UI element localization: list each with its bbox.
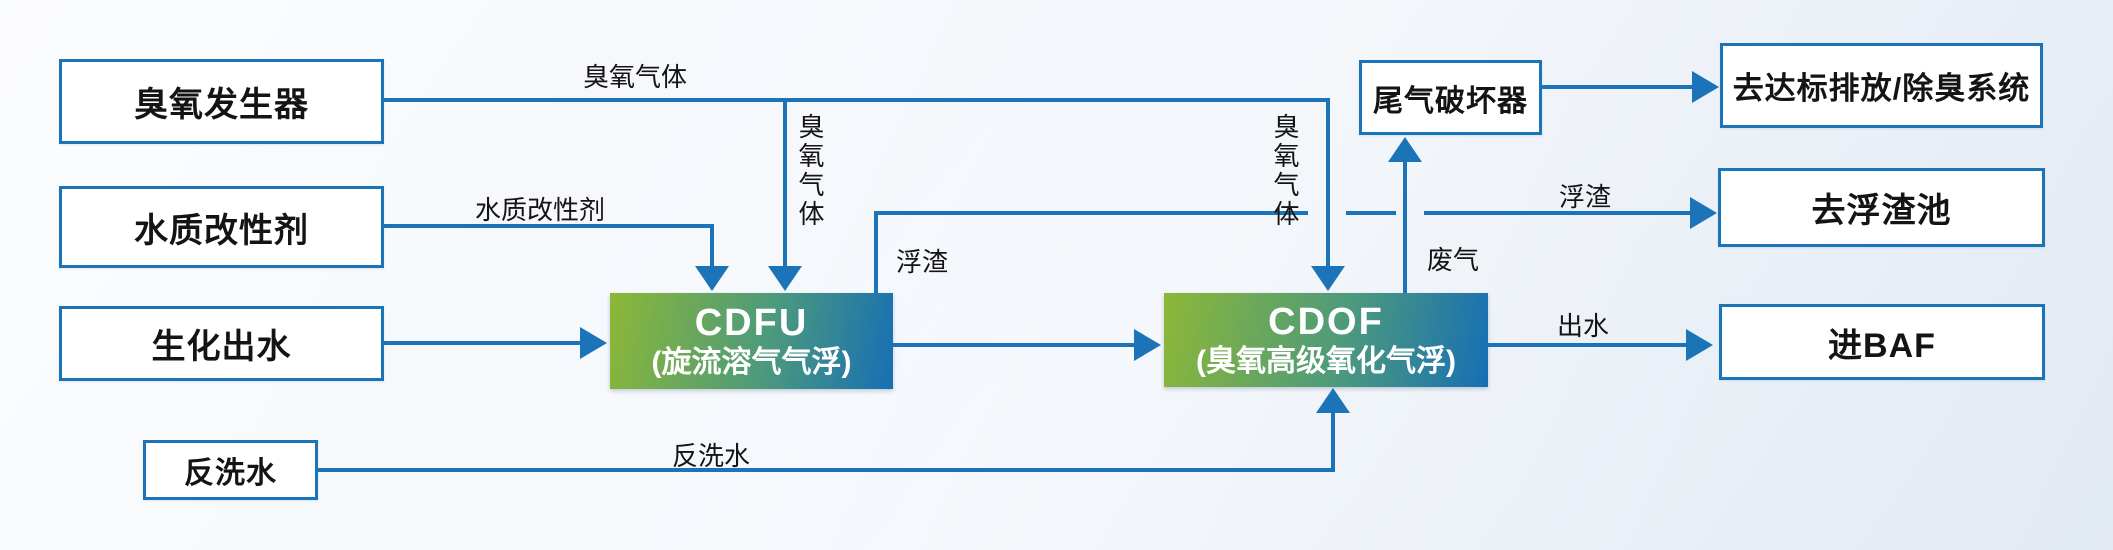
box-tail-gas-destructor: 尾气破坏器 (1359, 60, 1542, 135)
line-scum-seg2 (1346, 211, 1396, 215)
line-tail-gas-out (1542, 85, 1694, 89)
label-effluent: 出水 (1556, 311, 1609, 341)
box-backwash-water: 反洗水 (143, 440, 318, 500)
line-scum-seg3 (1424, 211, 1692, 215)
line-backwash-riser (1331, 407, 1335, 470)
line-scum-riser (874, 211, 878, 293)
line-bio-effluent (384, 341, 582, 345)
label-scum-from-cdfu: 浮渣 (895, 247, 948, 277)
arrowhead-into-tail-gas (1388, 137, 1422, 162)
arrowhead-into-baf (1686, 329, 1713, 361)
line-scum-seg1 (874, 211, 1308, 215)
label-ozone-gas-to-cdof: 臭氧气体 (1270, 113, 1300, 229)
unit-cdof: CDOF (臭氧高级氧化气浮) (1164, 293, 1488, 387)
line-ozone-branch-cdfu (783, 98, 787, 268)
cdof-title: CDOF (1268, 300, 1384, 343)
arrowhead-into-scum-pool (1690, 197, 1717, 229)
unit-cdfu: CDFU (旋流溶气气浮) (610, 293, 893, 389)
box-scum-pool: 去浮渣池 (1718, 168, 2045, 247)
arrowhead-into-cdfu-left (580, 327, 607, 359)
arrowhead-water-modifier-into-cdfu (695, 266, 729, 291)
box-bio-effluent: 生化出水 (59, 306, 384, 381)
label-water-modifier-feed: 水质改性剂 (474, 195, 605, 225)
line-waste-gas (1403, 158, 1407, 293)
label-waste-gas: 废气 (1426, 245, 1479, 275)
label-scum-to-pool: 浮渣 (1558, 182, 1611, 212)
arrowhead-into-discharge (1692, 71, 1719, 103)
cdfu-subtitle: (旋流溶气气浮) (651, 345, 852, 379)
box-ozone-generator: 臭氧发生器 (59, 59, 384, 144)
arrowhead-into-cdof-left (1134, 329, 1161, 361)
cdfu-title: CDFU (694, 301, 809, 344)
line-water-modifier-feed (384, 224, 714, 228)
line-water-modifier-drop (710, 224, 714, 268)
line-effluent (1488, 343, 1688, 347)
box-to-baf: 进BAF (1719, 304, 2045, 380)
cdof-subtitle: (臭氧高级氧化气浮) (1196, 344, 1456, 378)
arrowhead-ozone-into-cdof (1311, 266, 1345, 291)
arrowhead-into-cdof-bottom (1316, 388, 1350, 413)
label-backwash-feed: 反洗水 (671, 441, 750, 471)
label-ozone-gas-to-cdfu: 臭氧气体 (795, 113, 825, 229)
box-discharge-deodorize: 去达标排放/除臭系统 (1720, 43, 2043, 128)
box-water-modifier: 水质改性剂 (59, 186, 384, 268)
line-ozone-main (384, 98, 1330, 102)
line-cdfu-to-cdof (893, 343, 1136, 347)
line-backwash (318, 468, 1335, 472)
line-ozone-branch-cdof (1326, 98, 1330, 268)
arrowhead-ozone-into-cdfu (768, 266, 802, 291)
label-ozone-gas-main: 臭氧气体 (582, 62, 687, 92)
